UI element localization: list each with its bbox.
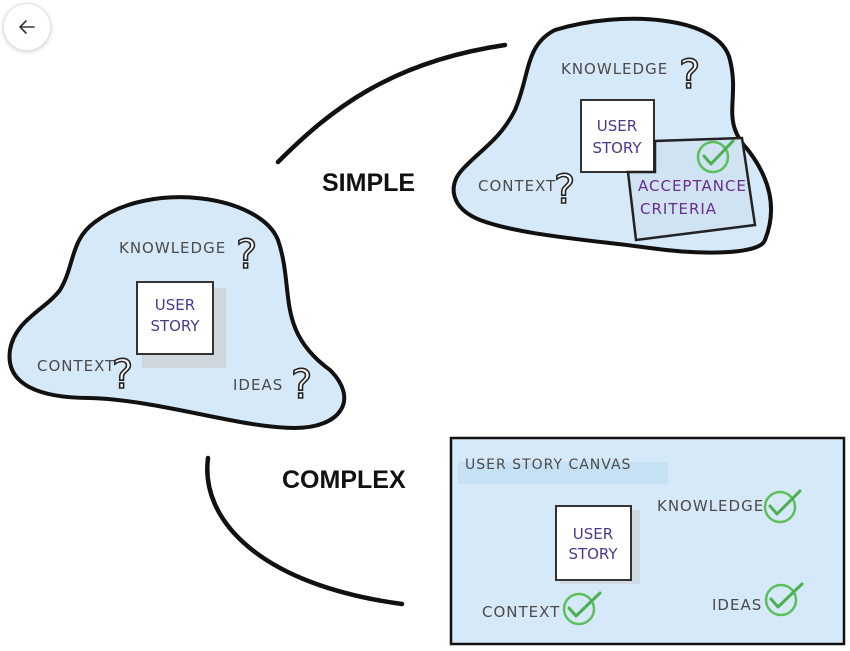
left-user-story-note	[136, 281, 214, 355]
left-ideas-question-icon: ?	[291, 362, 312, 408]
top-story-line1: USER	[597, 117, 637, 135]
canvas-story-line2: STORY	[568, 545, 618, 563]
left-cloud: KNOWLEDGE ? USER STORY CONTEXT ? IDEAS ?	[7, 195, 347, 430]
left-knowledge-question-icon: ?	[236, 232, 257, 278]
arrow-left-icon	[19, 20, 35, 34]
left-story-line1: USER	[155, 296, 195, 314]
acceptance-line1: ACCEPTANCE	[638, 177, 747, 195]
arrow-to-complex	[205, 455, 405, 607]
canvas-title: USER STORY CANVAS	[465, 457, 631, 473]
acceptance-criteria-note	[626, 136, 757, 242]
canvas-title-highlight	[458, 462, 668, 484]
top-cloud: KNOWLEDGE ? USER STORY ACCEPTANCE CRITER…	[451, 16, 774, 255]
left-context-question-icon: ?	[112, 352, 133, 398]
complex-label: COMPLEX	[282, 466, 406, 494]
arrow-to-simple	[275, 42, 508, 165]
top-knowledge-question-icon: ?	[679, 52, 700, 98]
canvas-context-label: CONTEXT	[482, 603, 560, 621]
canvas-ideas-label: IDEAS	[712, 596, 762, 614]
left-knowledge-label: KNOWLEDGE	[119, 239, 226, 257]
canvas-knowledge-label: KNOWLEDGE	[657, 497, 764, 515]
simple-label: SIMPLE	[322, 169, 415, 197]
canvas-user-story-note	[555, 505, 632, 581]
user-story-canvas: USER STORY CANVAS KNOWLEDGE USER STORY C…	[449, 436, 846, 646]
acceptance-line2: CRITERIA	[640, 200, 717, 218]
top-story-line2: STORY	[592, 139, 642, 157]
left-story-line2: STORY	[150, 317, 200, 335]
top-context-label: CONTEXT	[478, 177, 556, 195]
top-knowledge-label: KNOWLEDGE	[561, 60, 668, 78]
canvas-story-line1: USER	[573, 525, 613, 543]
left-ideas-label: IDEAS	[233, 376, 283, 394]
back-button[interactable]	[3, 3, 51, 51]
top-user-story-note	[580, 99, 655, 173]
canvas-ideas-check-icon	[764, 582, 804, 617]
top-context-question-icon: ?	[554, 167, 575, 213]
acceptance-check-icon	[696, 139, 735, 174]
canvas-context-check-icon	[562, 591, 602, 626]
canvas-knowledge-check-icon	[763, 489, 802, 524]
left-context-label: CONTEXT	[37, 357, 115, 375]
